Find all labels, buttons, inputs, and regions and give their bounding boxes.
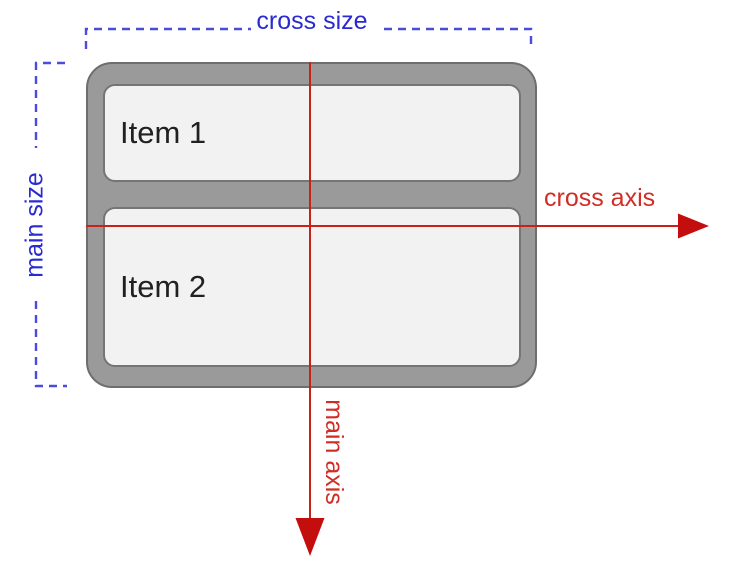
main-size-label: main size [20, 172, 49, 278]
main-axis-arrowhead-icon [295, 518, 325, 556]
cross-size-label: cross size [256, 7, 368, 35]
flex-item-1-label: Item 1 [120, 115, 207, 150]
cross-size-bracket-left [84, 27, 251, 49]
flex-item-2: Item 2 [103, 207, 521, 367]
cross-size-bracket-right [384, 27, 533, 49]
flex-item-1: Item 1 [103, 84, 521, 182]
flex-item-2-label: Item 2 [120, 269, 207, 304]
main-axis-label: main axis [319, 399, 348, 505]
main-size-bracket-bottom [34, 301, 67, 388]
cross-axis-label: cross axis [544, 184, 656, 212]
cross-axis-arrowhead-icon [678, 213, 709, 239]
main-size-bracket-top [34, 61, 65, 148]
